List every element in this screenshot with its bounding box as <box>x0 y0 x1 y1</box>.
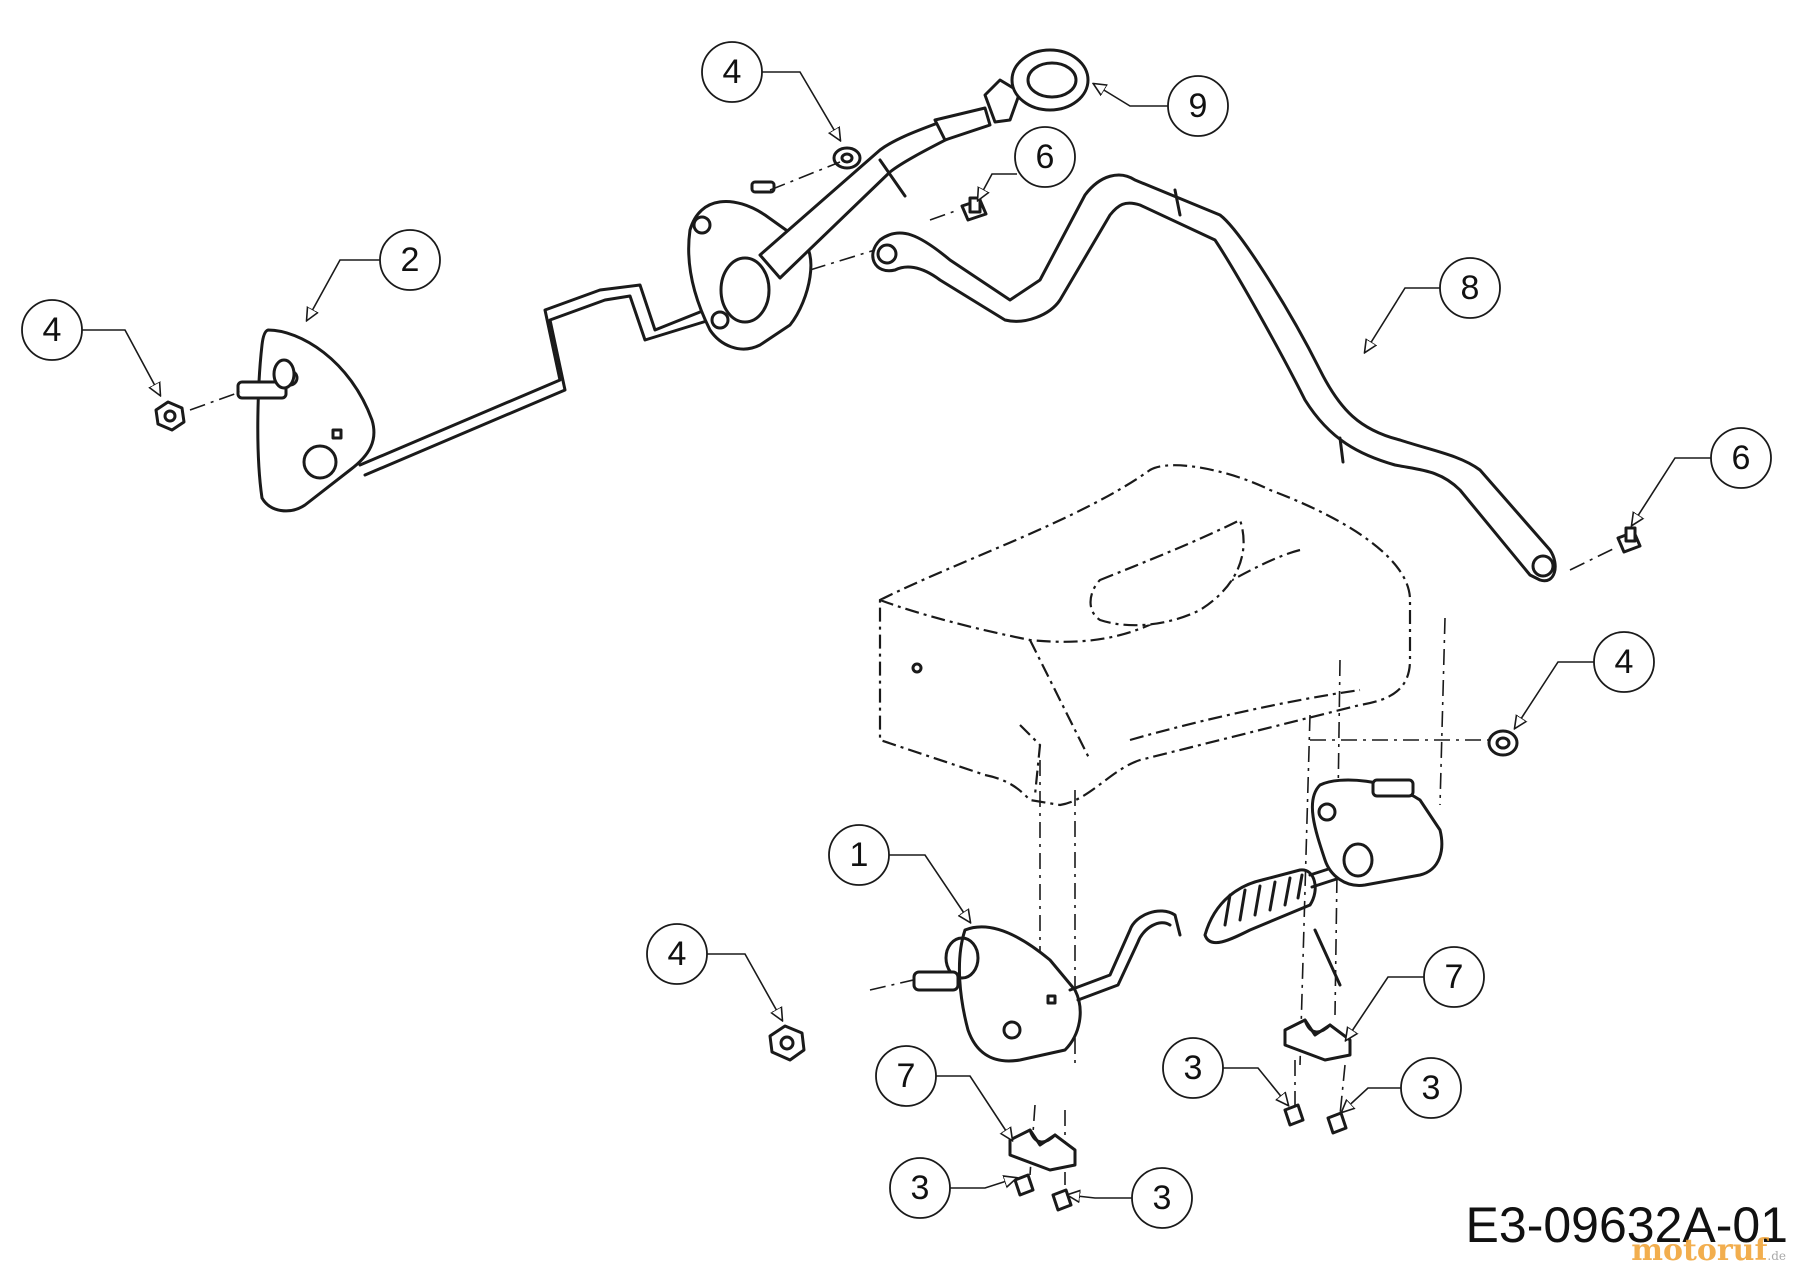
callout-4-lower: 4 <box>646 923 782 1020</box>
callout-2-label: 2 <box>401 241 420 279</box>
callout-7-left-label: 7 <box>897 1057 916 1095</box>
callout-1: 1 <box>828 824 970 922</box>
front-plate-stud <box>1371 778 1415 798</box>
nut-4-top <box>832 146 862 170</box>
plate-stud <box>236 358 296 400</box>
callout-4-right-label: 4 <box>1615 643 1634 681</box>
callout-3-mid-right-label: 3 <box>1422 1069 1441 1107</box>
callout-7-right-label: 7 <box>1445 958 1464 996</box>
callout-4-top-label: 4 <box>723 53 742 91</box>
tension-spring <box>1203 868 1342 987</box>
watermark-logo: motoruf.de <box>1631 1233 1786 1268</box>
mower-deck-outline <box>878 464 1412 807</box>
nut-4-lower <box>768 1024 806 1062</box>
watermark-name: motoruf <box>1631 1233 1768 1268</box>
callout-4-left-label: 4 <box>43 311 62 349</box>
screw-6-right <box>1616 526 1642 554</box>
height-lever <box>758 106 992 280</box>
screw-6-top <box>960 196 988 222</box>
lever-handle-grip <box>983 48 1090 124</box>
callout-3-bottom-left: 3 <box>889 1157 1016 1219</box>
nut-4-left <box>154 400 186 432</box>
callout-3-mid-left-label: 3 <box>1184 1049 1203 1087</box>
callout-3-bottom-right: 3 <box>1068 1167 1193 1229</box>
callout-4-top: 4 <box>701 41 840 140</box>
connecting-rod <box>871 173 1557 583</box>
rear-height-rod <box>358 283 712 477</box>
rear-axle-plate <box>256 328 376 513</box>
callout-9: 9 <box>1094 75 1229 137</box>
callout-4-left: 4 <box>21 299 160 395</box>
front-axle-plate-left <box>944 925 1082 1063</box>
clip-7-left <box>1008 1128 1077 1172</box>
callout-8: 8 <box>1365 257 1501 352</box>
callout-7-left: 7 <box>875 1045 1012 1140</box>
callout-7-right: 7 <box>1346 946 1485 1040</box>
callout-2: 2 <box>307 229 441 320</box>
watermark-tld: .de <box>1767 1249 1786 1263</box>
screws-3 <box>1013 1103 1348 1212</box>
front-axle-rod <box>1068 860 1354 1002</box>
front-axle-plate-right <box>1310 778 1444 887</box>
callout-9-label: 9 <box>1189 87 1208 125</box>
callout-6-right: 6 <box>1632 427 1772 525</box>
drawing-code: E3-09632A-01 <box>1465 1197 1788 1253</box>
callout-6-top-label: 6 <box>1036 138 1055 176</box>
callout-4-lower-label: 4 <box>668 935 687 973</box>
callout-6-right-label: 6 <box>1732 439 1751 477</box>
callout-3-bottom-right-label: 3 <box>1153 1179 1172 1217</box>
callout-1-label: 1 <box>850 836 869 874</box>
clip-7-right <box>1283 1018 1352 1062</box>
callout-6-top: 6 <box>978 126 1076 200</box>
callout-3-bottom-left-label: 3 <box>911 1169 930 1207</box>
front-axle-stud <box>912 970 960 992</box>
callout-8-label: 8 <box>1461 269 1480 307</box>
nut-4-right <box>1487 729 1519 757</box>
callout-3-mid-right: 3 <box>1342 1057 1462 1119</box>
callout-3-mid-left: 3 <box>1162 1037 1288 1105</box>
callout-4-right: 4 <box>1515 631 1655 728</box>
